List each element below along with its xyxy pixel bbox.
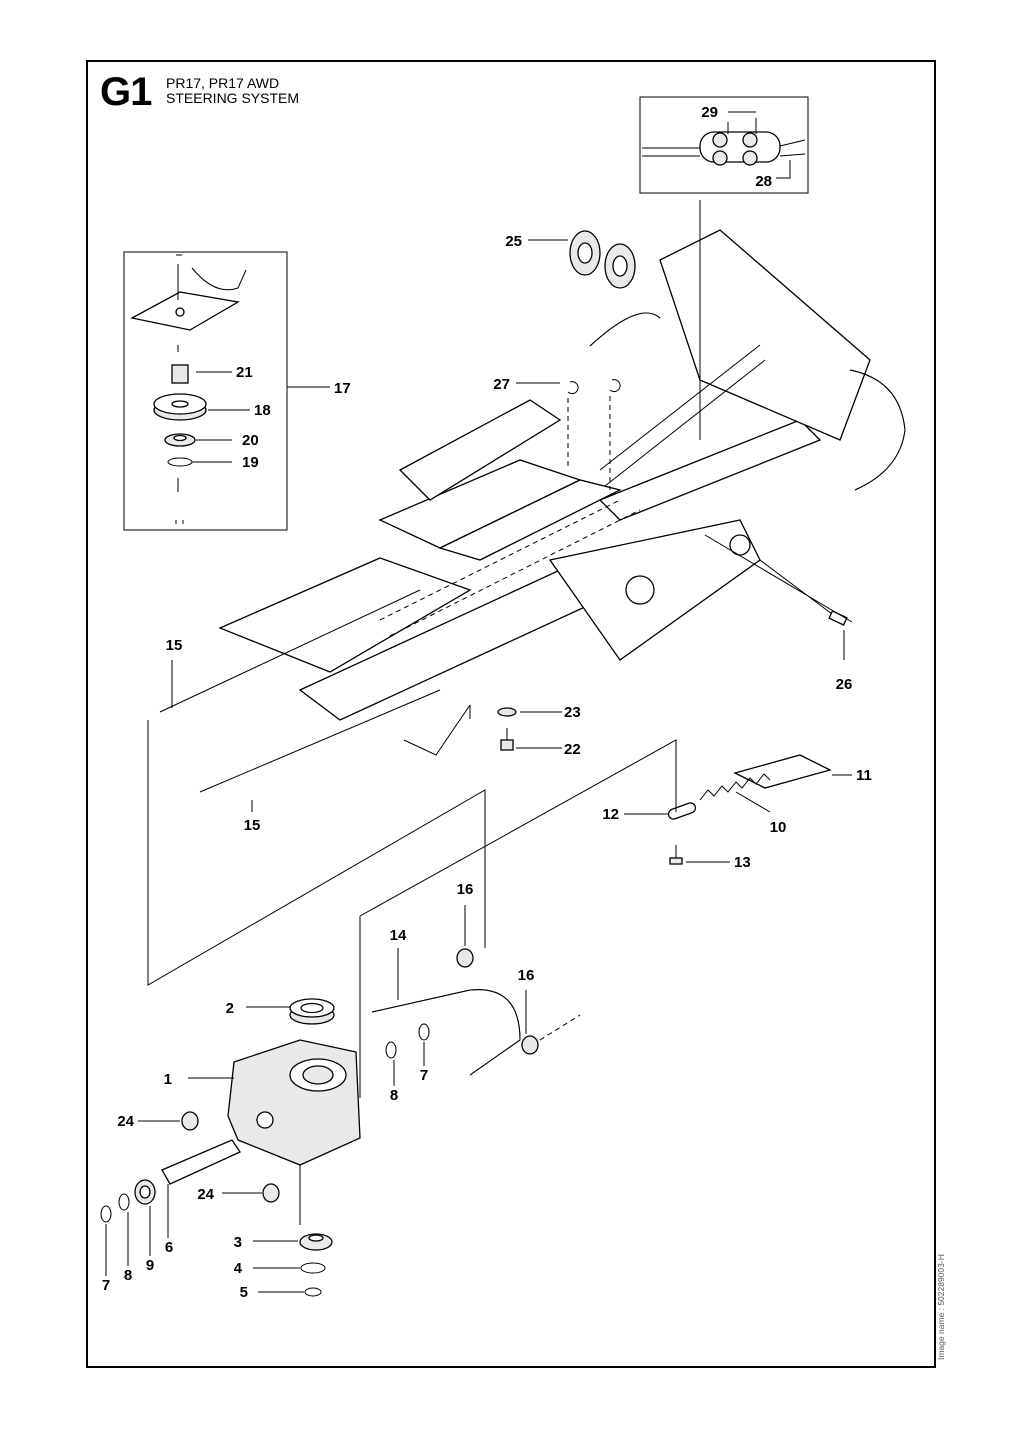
rod-26 (704, 534, 853, 623)
callout-21: 21 (236, 364, 253, 381)
callout-15b: 15 (244, 817, 261, 834)
gear-housing-1 (227, 1039, 361, 1225)
callout-8a: 8 (124, 1267, 132, 1284)
washer-23 (497, 707, 517, 717)
callout-16b: 16 (518, 967, 535, 984)
callout-1: 1 (164, 1071, 172, 1088)
chassis-frame (218, 200, 906, 721)
callout-14: 14 (390, 927, 407, 944)
callout-12: 12 (602, 806, 619, 823)
spring-10 (699, 773, 771, 801)
shaft-6 (161, 1139, 241, 1185)
callout-17: 17 (334, 380, 351, 397)
callout-11: 11 (856, 767, 872, 784)
callout-22: 22 (564, 741, 581, 758)
callout-10: 10 (770, 819, 787, 836)
chain-inset-box (639, 96, 809, 194)
plate-11 (733, 754, 832, 789)
section-code: G1 (100, 70, 152, 114)
nut-16 (456, 948, 539, 1055)
diagram-frame (86, 60, 936, 1368)
circlip-4 (300, 1262, 326, 1274)
callout-19: 19 (242, 454, 259, 471)
callout-18: 18 (254, 402, 271, 419)
callout-7b: 7 (420, 1067, 428, 1084)
pulley-18 (153, 393, 207, 421)
seal-2 (289, 998, 335, 1025)
callout-7a: 7 (102, 1277, 110, 1294)
link-12 (667, 802, 697, 820)
callout-24b: 24 (197, 1186, 214, 1203)
bushing-9 (134, 1179, 156, 1205)
callout-23: 23 (564, 704, 581, 721)
callout-27: 27 (493, 376, 510, 393)
nut-24 (181, 1111, 280, 1203)
bearing-20 (164, 433, 196, 447)
callout-6: 6 (165, 1239, 173, 1256)
callout-29: 29 (701, 104, 718, 121)
circlip-7 (418, 1023, 430, 1041)
washer-8-left (118, 1193, 130, 1211)
bracket-14 (371, 989, 521, 1076)
callout-26: 26 (836, 676, 853, 693)
callout-24a: 24 (117, 1113, 134, 1130)
circlip-7-left (100, 1205, 112, 1223)
callout-4: 4 (234, 1260, 243, 1277)
bolt-22 (500, 728, 514, 751)
section-title: STEERING SYSTEM (166, 90, 300, 106)
chain-link-detail (642, 131, 806, 166)
callout-2: 2 (226, 1000, 234, 1017)
screw-13 (669, 845, 683, 865)
callout-5: 5 (240, 1284, 248, 1301)
callout-13: 13 (734, 854, 751, 871)
callout-25: 25 (505, 233, 522, 250)
model-title: PR17, PR17 AWD (166, 75, 280, 91)
pulley-inset-box (123, 251, 288, 531)
callout-28: 28 (755, 173, 772, 190)
callout-15a: 15 (166, 637, 183, 654)
callout-20: 20 (242, 432, 259, 449)
callout-16a: 16 (457, 881, 474, 898)
steering-rod-15 (159, 589, 441, 793)
callout-3: 3 (234, 1234, 242, 1251)
bearing-3 (299, 1233, 333, 1251)
circlip-27 (567, 379, 621, 395)
washer-5 (304, 1287, 322, 1297)
callout-9: 9 (146, 1257, 154, 1274)
callout-8b: 8 (390, 1087, 398, 1104)
bushing-21 (171, 364, 189, 384)
washer-8 (385, 1041, 397, 1059)
pulley-25 (569, 230, 636, 289)
circlip-19 (167, 457, 193, 467)
pulley-bracket (130, 254, 247, 352)
leader-lines (105, 111, 852, 1293)
